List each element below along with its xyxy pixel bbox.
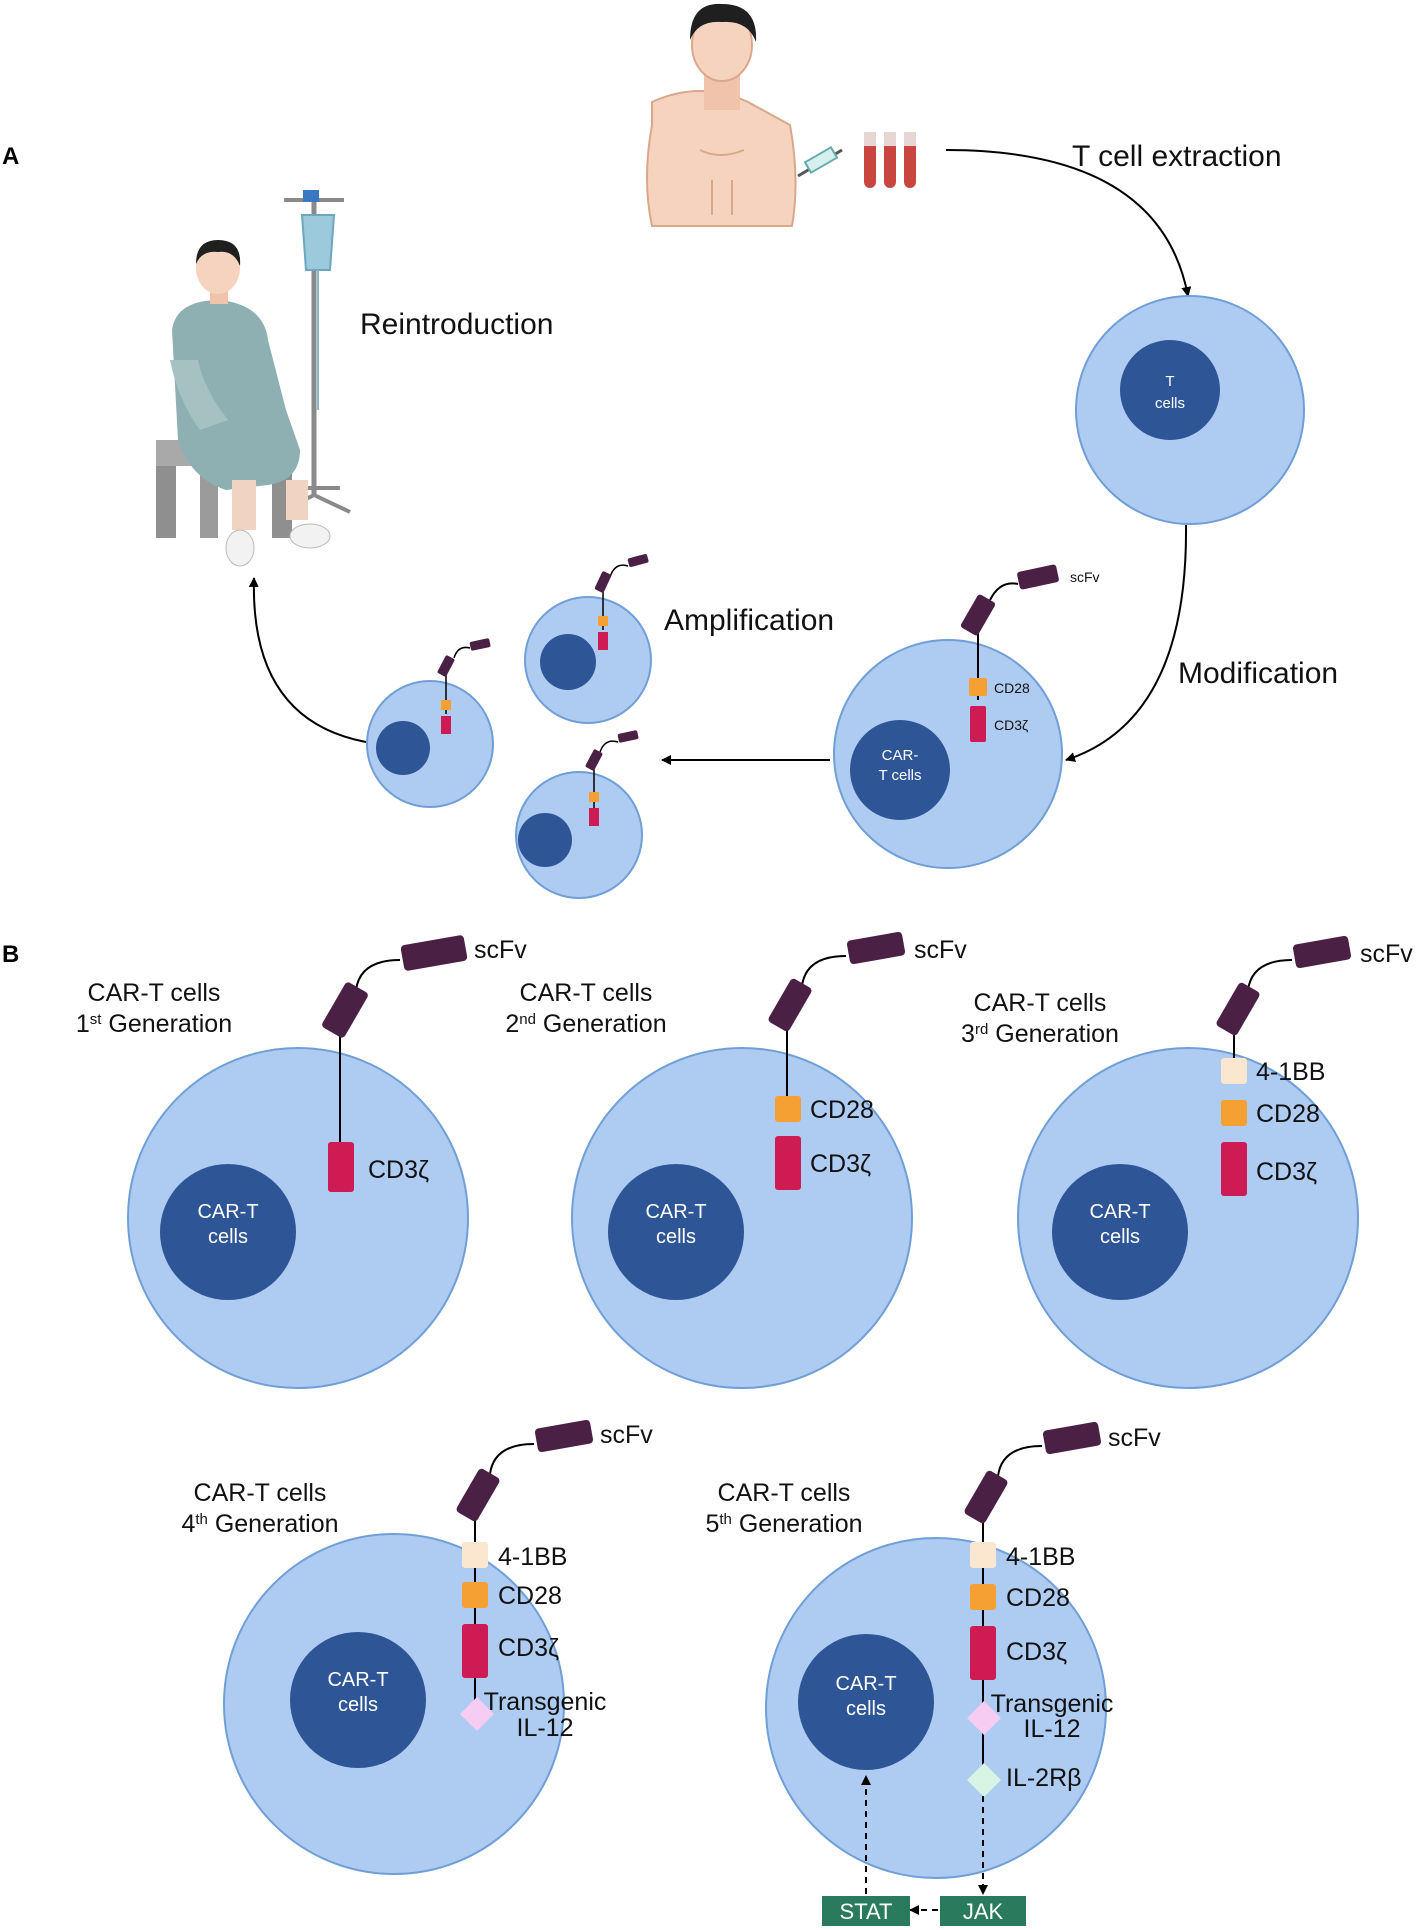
gen4-cd28-label: CD28 xyxy=(498,1582,562,1610)
gen2-cd28-label: CD28 xyxy=(810,1096,874,1124)
gen2-title: CAR-T cells xyxy=(520,979,653,1007)
generation-3: CAR-T cells 3rd Generation CAR-T cells 4… xyxy=(961,935,1413,1389)
gen2-cd3z-label: CD3ζ xyxy=(810,1150,871,1178)
step-modification-label: Modification xyxy=(1178,657,1338,690)
patient-torso-illustration xyxy=(646,3,797,227)
gen5-il2rb-label: IL-2Rβ xyxy=(1006,1764,1082,1792)
jak-label: JAK xyxy=(963,1899,1004,1924)
gen4-transgenic-label-line1: Transgenic xyxy=(484,1688,607,1716)
gen4-scfv-label: scFv xyxy=(600,1421,653,1449)
t-cell-nucleus-line2: cells xyxy=(1155,395,1185,412)
step-extraction-label: T cell extraction xyxy=(1072,140,1282,173)
modified-scfv-label: scFv xyxy=(1070,569,1100,585)
modified-cd28-label: CD28 xyxy=(994,680,1030,696)
gen3-title: CAR-T cells xyxy=(974,989,1107,1017)
step-reintroduction-label: Reintroduction xyxy=(360,308,553,341)
blood-tube-icons xyxy=(864,132,916,188)
gen5-title: CAR-T cells xyxy=(718,1479,851,1507)
gen5-transgenic-label-line1: Transgenic xyxy=(991,1690,1114,1718)
gen1-nucleus-line1: CAR-T xyxy=(197,1201,258,1223)
amplified-cell-top xyxy=(524,553,652,724)
modified-cd3z-label: CD3ζ xyxy=(994,717,1028,733)
gen2-subtitle: 2nd Generation xyxy=(505,1010,666,1038)
generation-5: CAR-T cells 5th Generation CAR-T cells 4… xyxy=(705,1421,1161,1926)
car-t-nucleus-line1: CAR- xyxy=(882,747,919,764)
car-t-nucleus-line2: T cells xyxy=(878,767,921,784)
arrow-modification xyxy=(1065,524,1188,762)
gen4-transgenic-label-line2: IL-12 xyxy=(517,1714,574,1742)
gen4-title: CAR-T cells xyxy=(194,1479,327,1507)
modified-car-t-cell: CAR- T cells CD28 CD3ζ scFv xyxy=(833,564,1100,869)
amplified-cell-left xyxy=(366,638,494,808)
gen1-subtitle: 1st Generation xyxy=(76,1010,232,1038)
gen5-4-1bb-label: 4-1BB xyxy=(1006,1543,1075,1571)
gen2-scfv-label: scFv xyxy=(914,936,967,964)
amplified-cell-bottom xyxy=(515,730,643,899)
gen5-subtitle: 5th Generation xyxy=(705,1510,862,1538)
gen3-cd3z-label: CD3ζ xyxy=(1256,1158,1317,1186)
gen4-nucleus-line2: cells xyxy=(338,1694,378,1716)
t-cell: T cells xyxy=(1075,295,1305,525)
generation-1: CAR-T cells 1st Generation CAR-T cells C… xyxy=(76,935,527,1389)
gen5-cd3z-label: CD3ζ xyxy=(1006,1638,1067,1666)
gen2-nucleus-line2: cells xyxy=(656,1226,696,1248)
gen4-cd3z-label: CD3ζ xyxy=(498,1634,559,1662)
gen3-cd28-label: CD28 xyxy=(1256,1100,1320,1128)
gen3-nucleus-line1: CAR-T xyxy=(1089,1201,1150,1223)
gen5-nucleus-line2: cells xyxy=(846,1698,886,1720)
gen4-4-1bb-label: 4-1BB xyxy=(498,1543,567,1571)
syringe-icon xyxy=(797,145,843,178)
gen1-title: CAR-T cells xyxy=(88,979,221,1007)
gen5-scfv-label: scFv xyxy=(1108,1424,1161,1452)
gen5-cd28-label: CD28 xyxy=(1006,1584,1070,1612)
panel-b-label: B xyxy=(2,941,19,968)
gen3-scfv-label: scFv xyxy=(1360,940,1413,968)
gen5-transgenic-label-line2: IL-12 xyxy=(1024,1715,1081,1743)
gen4-subtitle: 4th Generation xyxy=(181,1510,338,1538)
gen4-nucleus-line1: CAR-T xyxy=(327,1669,388,1691)
gen1-scfv-label: scFv xyxy=(474,936,527,964)
arrow-reintroduction xyxy=(248,577,367,743)
generation-2: CAR-T cells 2nd Generation CAR-T cells C… xyxy=(505,931,967,1389)
stat-box xyxy=(822,1896,910,1926)
gen5-nucleus-line1: CAR-T xyxy=(835,1673,896,1695)
gen1-cd3z-label: CD3ζ xyxy=(368,1156,429,1184)
step-amplification-label: Amplification xyxy=(664,604,834,637)
stat-label: STAT xyxy=(840,1899,893,1924)
panel-a-label: A xyxy=(2,143,19,170)
generation-4: CAR-T cells 4th Generation CAR-T cells 4… xyxy=(181,1419,653,1875)
seated-patient-iv-illustration xyxy=(156,190,351,567)
jak-box xyxy=(940,1896,1026,1926)
gen2-nucleus-line1: CAR-T xyxy=(645,1201,706,1223)
gen1-nucleus-line2: cells xyxy=(208,1226,248,1248)
arrow-extraction xyxy=(945,149,1192,297)
gen3-4-1bb-label: 4-1BB xyxy=(1256,1058,1325,1086)
gen3-subtitle: 3rd Generation xyxy=(961,1020,1119,1048)
gen3-nucleus-line2: cells xyxy=(1100,1226,1140,1248)
t-cell-nucleus-line1: T xyxy=(1165,373,1174,390)
